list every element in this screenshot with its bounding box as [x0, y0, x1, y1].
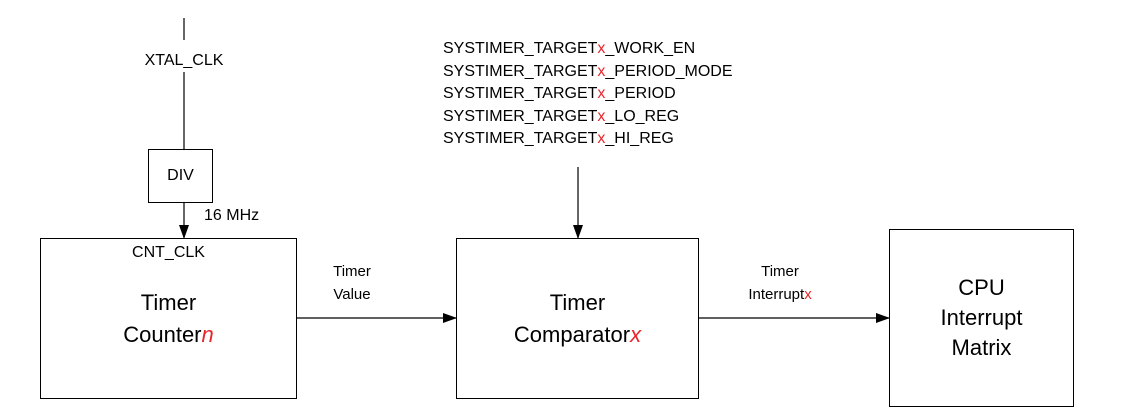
register-item: SYSTIMER_TARGETx_PERIOD: [443, 83, 733, 106]
comparator-index-x: x: [630, 322, 642, 347]
timer-interrupt-label-line2: Interruptx: [738, 287, 822, 302]
timer-value-label-line1: Timer: [333, 263, 371, 280]
register-prefix: SYSTIMER_TARGET: [443, 130, 598, 147]
cpu-label-line3: Matrix: [951, 335, 1012, 360]
interrupt-label-text: Interrupt: [748, 286, 805, 303]
register-item: SYSTIMER_TARGETx_PERIOD_MODE: [443, 61, 733, 84]
timer-counter-block: CNT_CLK Timer Countern: [40, 238, 297, 399]
register-index-x: x: [597, 85, 606, 102]
comparator-title-line1: Timer: [549, 290, 606, 315]
register-index-x: x: [597, 62, 606, 80]
register-prefix: SYSTIMER_TARGET: [443, 40, 598, 57]
register-prefix: SYSTIMER_TARGET: [443, 85, 598, 102]
frequency-label: 16 MHz: [204, 207, 260, 224]
interrupt-index-x: x: [804, 286, 812, 303]
register-index-x: x: [597, 130, 606, 147]
timer-value-label-line2: Value: [333, 286, 371, 303]
counter-title-line2: Countern: [41, 324, 296, 346]
counter-title-text: Counter: [123, 322, 202, 347]
register-suffix: _PERIOD: [605, 85, 676, 102]
cpu-label-line2: Interrupt: [940, 305, 1023, 330]
counter-title-line1: Timer: [140, 290, 197, 315]
timer-interrupt-label-line1: Timer: [761, 263, 799, 280]
register-item: SYSTIMER_TARGETx_LO_REG: [443, 106, 733, 129]
timer-comparator-block: Timer Comparatorx: [456, 238, 699, 399]
cnt-clk-label: CNT_CLK: [132, 244, 205, 261]
register-prefix: SYSTIMER_TARGET: [443, 62, 598, 80]
register-suffix: _LO_REG: [605, 107, 680, 125]
register-index-x: x: [597, 107, 606, 125]
register-index-x: x: [597, 40, 606, 57]
register-list: SYSTIMER_TARGETx_WORK_EN SYSTIMER_TARGET…: [443, 38, 733, 151]
cpu-label-line1: CPU: [958, 275, 1005, 300]
register-prefix: SYSTIMER_TARGET: [443, 107, 598, 125]
comparator-title-text: Comparator: [513, 322, 631, 347]
register-item: SYSTIMER_TARGETx_HI_REG: [443, 128, 733, 151]
divider-block: DIV: [148, 149, 213, 203]
divider-label: DIV: [167, 167, 194, 184]
comparator-title-line2: Comparatorx: [457, 324, 698, 346]
register-suffix: _PERIOD_MODE: [605, 62, 733, 80]
xtal-clk-label: XTAL_CLK: [144, 52, 224, 69]
counter-index-n: n: [201, 322, 214, 347]
register-suffix: _HI_REG: [605, 130, 674, 147]
cpu-interrupt-matrix-block: CPU Interrupt Matrix: [889, 229, 1074, 407]
register-item: SYSTIMER_TARGETx_WORK_EN: [443, 38, 733, 61]
register-suffix: _WORK_EN: [605, 40, 696, 57]
